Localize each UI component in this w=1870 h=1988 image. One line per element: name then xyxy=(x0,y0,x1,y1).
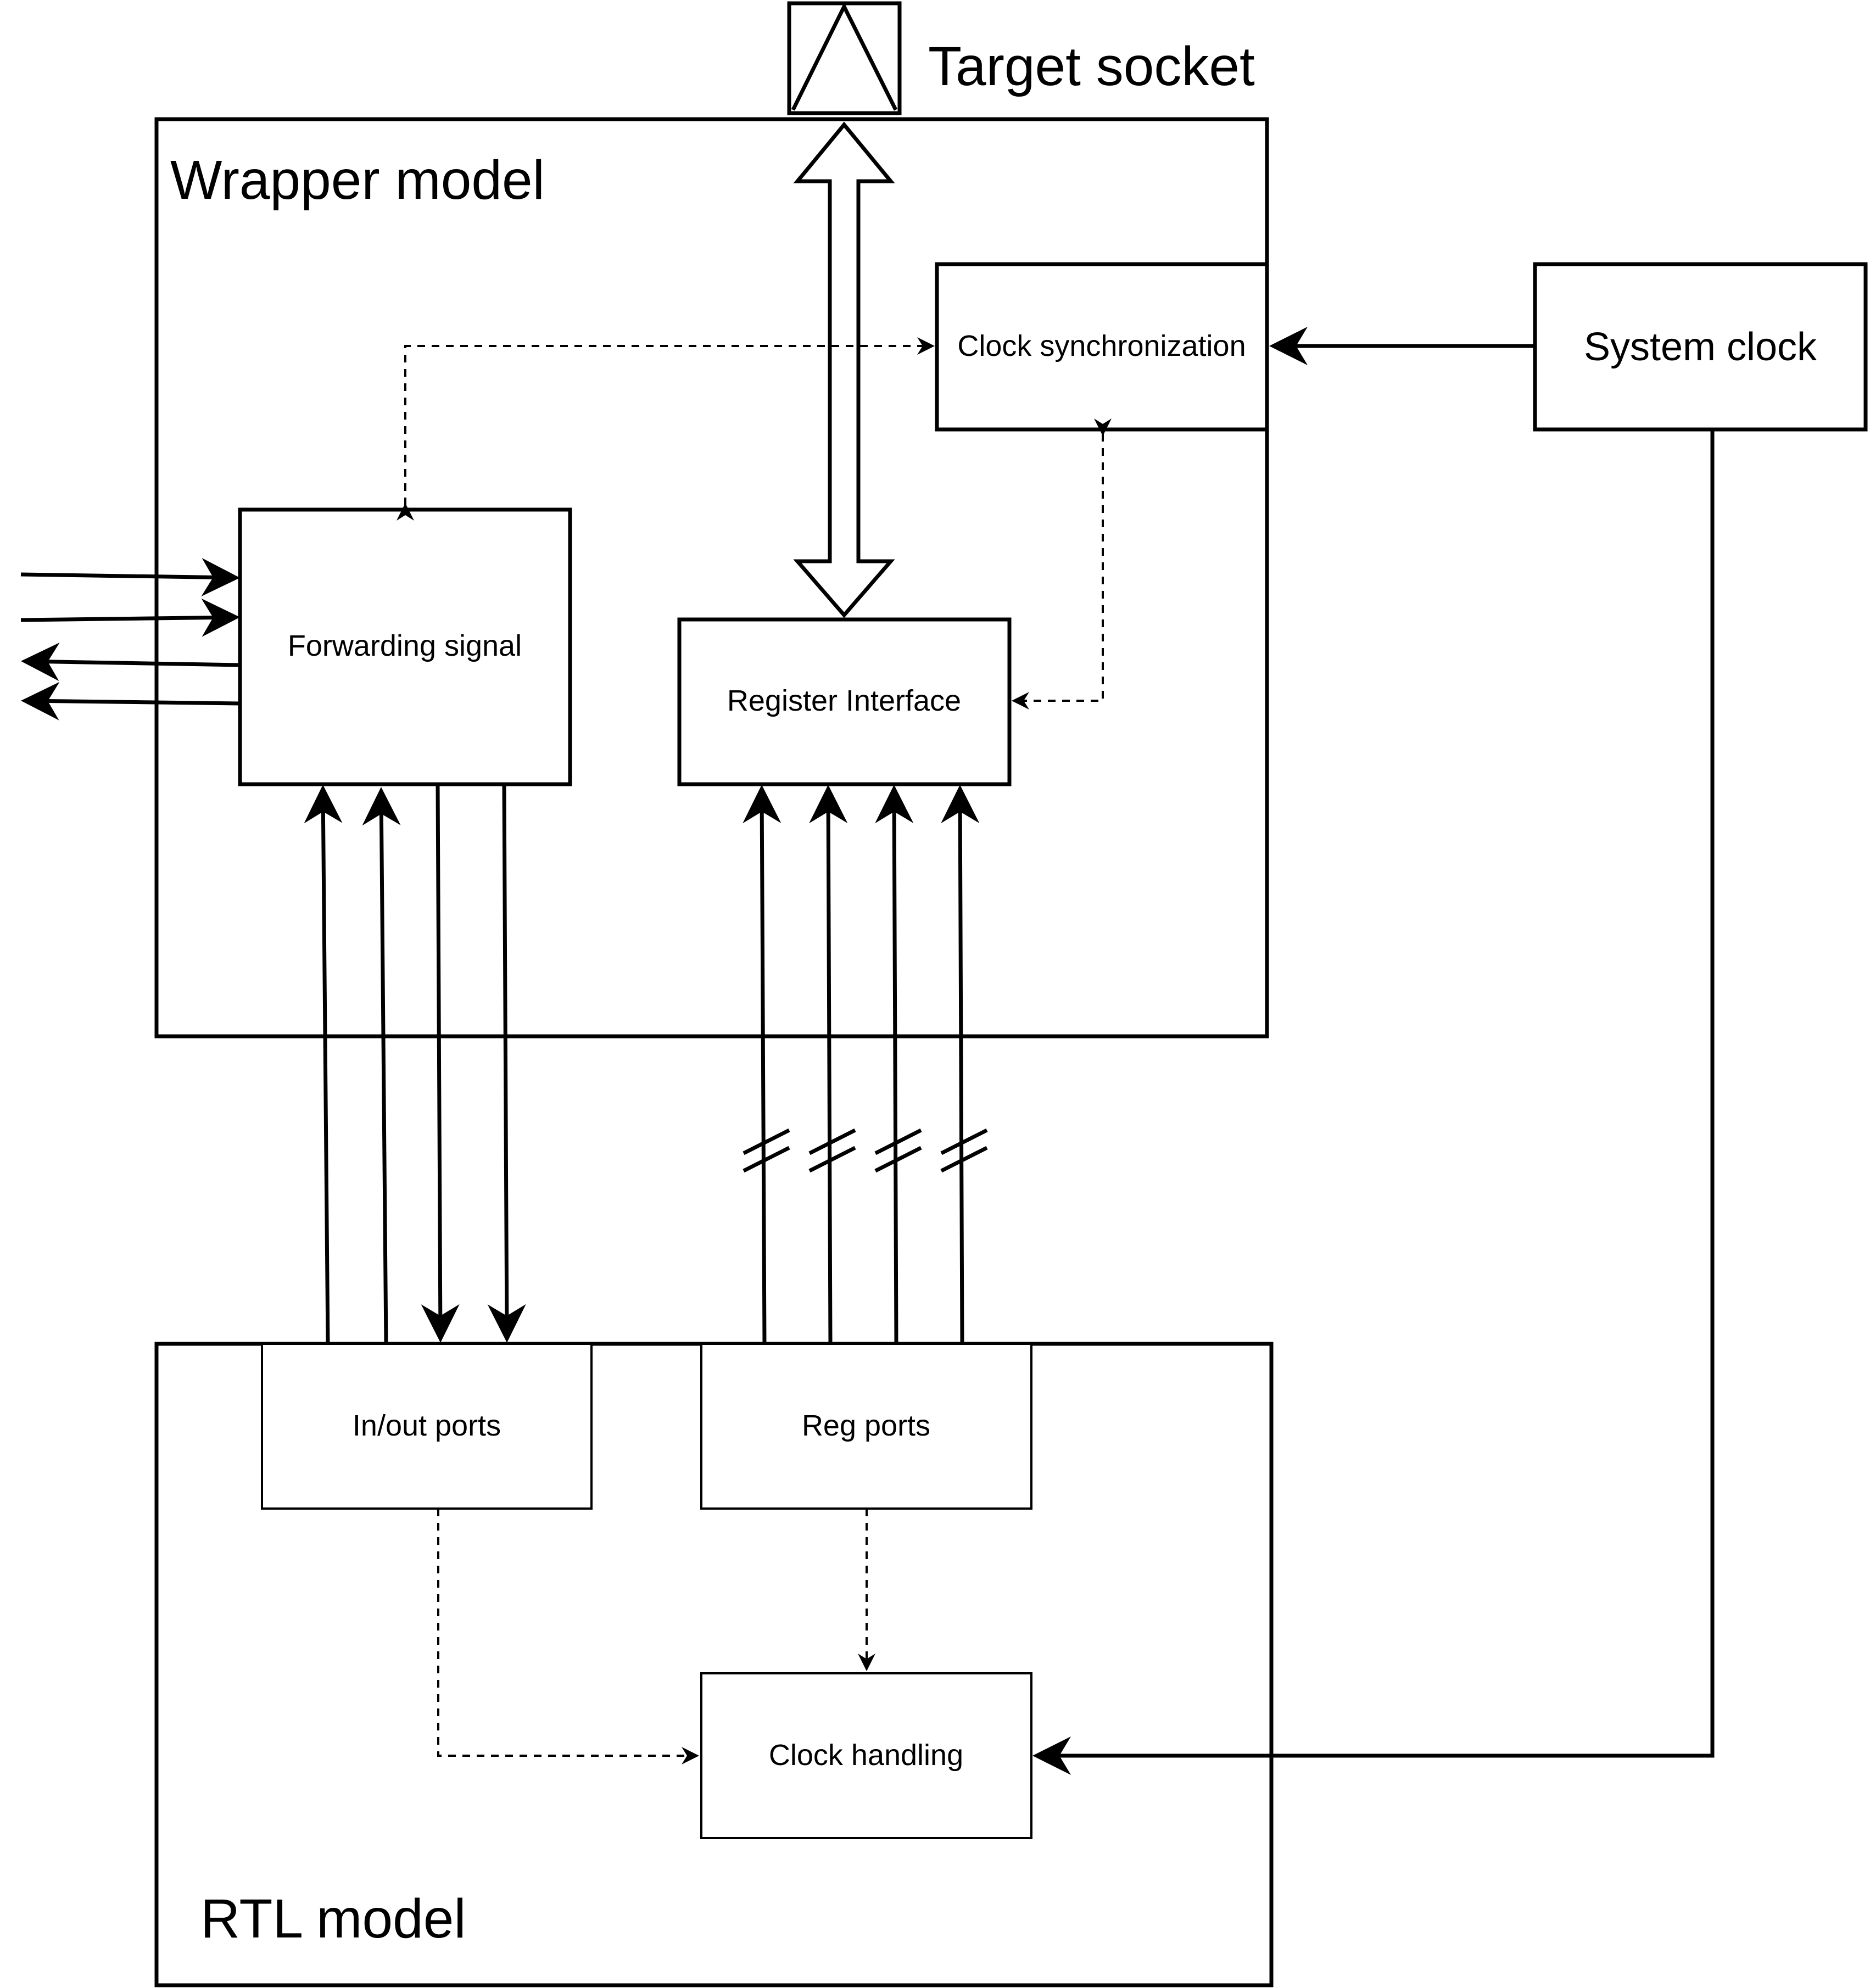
in-out-ports-box xyxy=(261,1343,593,1510)
wrapper-model-label: Wrapper model xyxy=(170,149,545,211)
clock-synchronization-label: Clock synchronization xyxy=(957,330,1246,362)
regport-to-register-arrow-4 xyxy=(941,785,980,1344)
register-interface-label: Register Interface xyxy=(727,684,961,717)
external-output-arrow-1 xyxy=(21,643,241,682)
in-out-ports-label: In/out ports xyxy=(353,1409,501,1442)
forwarding-to-inout-arrow-1 xyxy=(421,784,460,1343)
target-socket-label: Target socket xyxy=(928,36,1255,97)
regport-to-register-arrow-3 xyxy=(875,785,914,1344)
forwarding-signal-label: Forwarding signal xyxy=(288,629,522,662)
register-interface-box xyxy=(677,617,1012,786)
inout-to-clock-handling-dashed-arrow xyxy=(437,1509,699,1764)
regport-to-register-arrow-1 xyxy=(743,785,782,1344)
sync-register-dashed-link xyxy=(1012,418,1112,710)
reg-ports-label: Reg ports xyxy=(802,1409,930,1442)
clock-synchronization-box xyxy=(935,262,1269,432)
external-output-arrow-2 xyxy=(21,682,241,721)
regport-to-register-arrow-2 xyxy=(809,785,848,1344)
rtl-model-label: RTL model xyxy=(200,1888,466,1950)
inout-to-forwarding-arrow-1 xyxy=(304,785,343,1344)
forwarding-to-inout-arrow-2 xyxy=(487,784,526,1343)
socket-register-bus-arrow xyxy=(793,121,895,618)
sync-forwarding-dashed-link xyxy=(397,337,935,521)
clock-handling-box xyxy=(700,1672,1032,1839)
target-socket-icon xyxy=(787,1,902,115)
external-input-arrow-1 xyxy=(20,558,240,597)
external-input-arrow-2 xyxy=(20,598,240,637)
forwarding-signal-box xyxy=(238,507,572,786)
clock-handling-label: Clock handling xyxy=(769,1739,963,1772)
inout-to-forwarding-arrow-2 xyxy=(362,787,401,1344)
system-clock-label: System clock xyxy=(1584,325,1817,369)
system-clock-to-handling-arrow xyxy=(1032,429,1715,1775)
bus-width-marks xyxy=(743,1128,988,1173)
